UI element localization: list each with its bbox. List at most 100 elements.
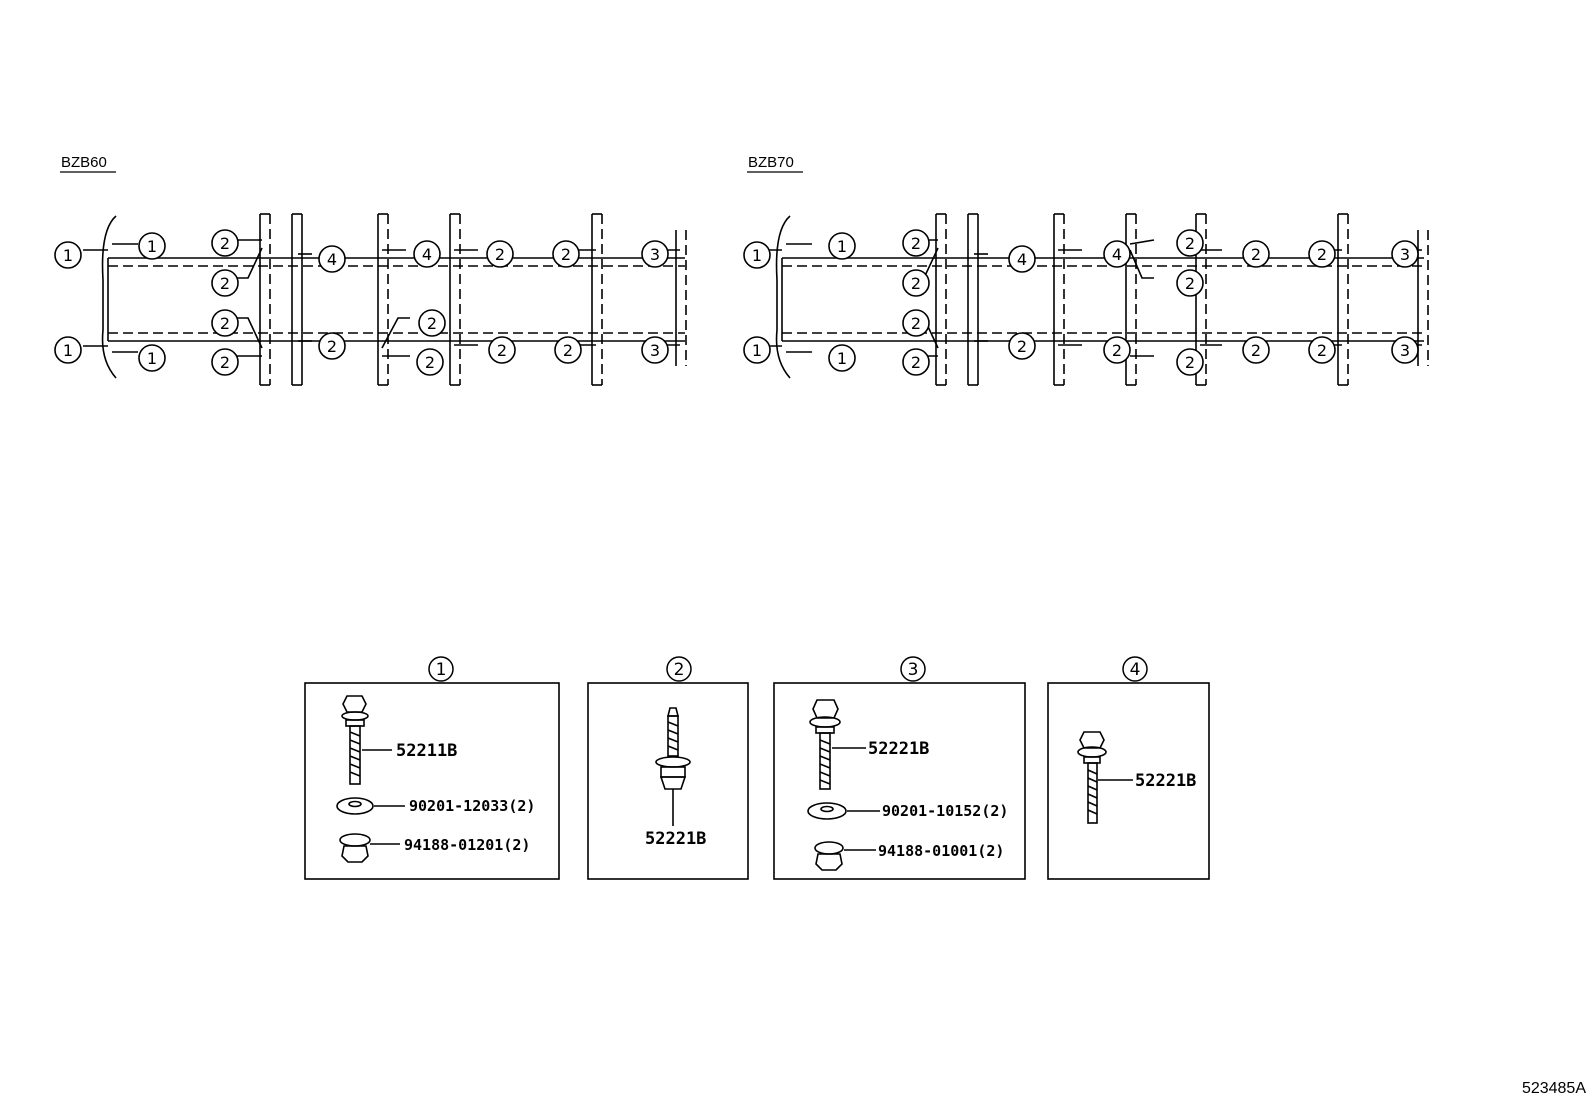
bzb70-callout: 1 xyxy=(743,336,771,364)
bzb70-callout: 2 xyxy=(902,348,930,376)
bolt-icon xyxy=(1077,731,1107,824)
callout-number: 4 xyxy=(422,245,432,264)
bzb60-callout: 4 xyxy=(413,240,441,268)
callout-number: 3 xyxy=(1400,341,1410,360)
bzb60-callout: 3 xyxy=(641,240,669,268)
bzb60-callout: 2 xyxy=(486,240,514,268)
detail-header-4: 4 xyxy=(1122,656,1148,682)
callout-number: 2 xyxy=(1185,353,1195,372)
bzb60-callout: 2 xyxy=(211,348,239,376)
callout-number: 1 xyxy=(63,341,73,360)
bzb70-callout: 2 xyxy=(902,229,930,257)
svg-text:3: 3 xyxy=(908,660,919,680)
bzb60-callout: 1 xyxy=(54,241,82,269)
nut-icon xyxy=(814,841,844,871)
bzb60-callout: 1 xyxy=(54,336,82,364)
callout-number: 2 xyxy=(1185,234,1195,253)
detail-box-4 xyxy=(1047,682,1210,880)
part-number-label: 90201-10152(2) xyxy=(882,802,1008,820)
callout-number: 2 xyxy=(911,314,921,333)
bzb60-callout: 2 xyxy=(418,309,446,337)
detail-box-2 xyxy=(587,682,749,880)
detail-header-3: 3 xyxy=(900,656,926,682)
callout-number: 1 xyxy=(147,237,157,256)
variant-label-bzb70: BZB70 xyxy=(748,154,794,171)
callout-number: 1 xyxy=(147,349,157,368)
callout-number: 2 xyxy=(220,353,230,372)
bzb60-callout: 2 xyxy=(488,336,516,364)
callout-number: 2 xyxy=(497,341,507,360)
bzb60-callouts: 1 1 2 2 2 2 4 2 4 2 2 2 2 2 2 3 3 1 1 xyxy=(54,229,669,376)
callout-number: 2 xyxy=(1317,341,1327,360)
callout-number: 2 xyxy=(327,337,337,356)
detail-header-1: 1 xyxy=(428,656,454,682)
callout-number: 2 xyxy=(1017,337,1027,356)
part-number-label: 52221B xyxy=(1135,771,1196,791)
stud-bolt-icon xyxy=(655,707,691,790)
callout-number: 4 xyxy=(1112,245,1122,264)
bzb70-callout: 2 xyxy=(1308,336,1336,364)
detail-header-2: 2 xyxy=(666,656,692,682)
callout-number: 2 xyxy=(911,353,921,372)
bzb60-callout: 2 xyxy=(211,269,239,297)
bzb70-callout: 2 xyxy=(1176,229,1204,257)
callout-number: 2 xyxy=(1317,245,1327,264)
nut-icon xyxy=(339,833,371,863)
callout-number: 2 xyxy=(427,314,437,333)
figure-id: 523485A xyxy=(1522,1080,1586,1097)
bzb70-callout: 2 xyxy=(902,269,930,297)
bzb60-callout: 1 xyxy=(138,344,166,372)
bzb70-callout: 1 xyxy=(828,344,856,372)
callout-number: 4 xyxy=(1017,250,1027,269)
callout-number: 3 xyxy=(650,245,660,264)
bzb70-callout: 2 xyxy=(1242,336,1270,364)
bzb70-callout: 1 xyxy=(743,241,771,269)
part-number-label: 90201-12033(2) xyxy=(409,797,535,815)
variant-label-bzb60: BZB60 xyxy=(61,154,107,171)
bzb60-callout: 3 xyxy=(641,336,669,364)
bzb70-callout: 3 xyxy=(1391,240,1419,268)
detail-box-1 xyxy=(304,682,560,880)
callout-number: 1 xyxy=(63,246,73,265)
part-number-label: 52221B xyxy=(645,829,706,849)
callout-number: 2 xyxy=(563,341,573,360)
callout-number: 1 xyxy=(752,246,762,265)
bzb70-callout: 2 xyxy=(1308,240,1336,268)
callout-number: 2 xyxy=(561,245,571,264)
svg-text:2: 2 xyxy=(674,660,685,680)
callout-number: 2 xyxy=(220,274,230,293)
washer-icon xyxy=(807,802,847,820)
callout-number: 2 xyxy=(220,314,230,333)
part-number-label: 94188-01001(2) xyxy=(878,842,1004,860)
bzb60-callout: 2 xyxy=(211,229,239,257)
part-number-label: 52211B xyxy=(396,741,457,761)
detail-box-3 xyxy=(773,682,1026,880)
callout-number: 3 xyxy=(1400,245,1410,264)
callout-number: 2 xyxy=(425,353,435,372)
bzb70-callout: 2 xyxy=(1242,240,1270,268)
svg-text:1: 1 xyxy=(436,660,447,680)
bzb60-callout: 2 xyxy=(416,348,444,376)
svg-text:4: 4 xyxy=(1130,660,1141,680)
washer-icon xyxy=(336,797,374,815)
callout-number: 3 xyxy=(650,341,660,360)
callout-number: 2 xyxy=(495,245,505,264)
bzb60-callout: 2 xyxy=(554,336,582,364)
callout-number: 2 xyxy=(1112,341,1122,360)
bzb60-callout: 2 xyxy=(552,240,580,268)
bzb70-callout: 1 xyxy=(828,232,856,260)
callout-number: 4 xyxy=(327,250,337,269)
bzb60-frame-drawing xyxy=(83,213,687,386)
bzb70-callout: 2 xyxy=(1103,336,1131,364)
bzb60-callout: 1 xyxy=(138,232,166,260)
bzb60-callout: 2 xyxy=(318,332,346,360)
bzb70-callout: 2 xyxy=(1008,332,1036,360)
bolt-icon xyxy=(809,699,841,790)
bzb70-callout: 2 xyxy=(902,309,930,337)
bzb60-callout: 2 xyxy=(211,309,239,337)
bzb70-callout: 2 xyxy=(1176,348,1204,376)
bolt-icon xyxy=(341,695,369,785)
bzb70-callout: 4 xyxy=(1008,245,1036,273)
callout-number: 1 xyxy=(752,341,762,360)
callout-number: 2 xyxy=(911,274,921,293)
